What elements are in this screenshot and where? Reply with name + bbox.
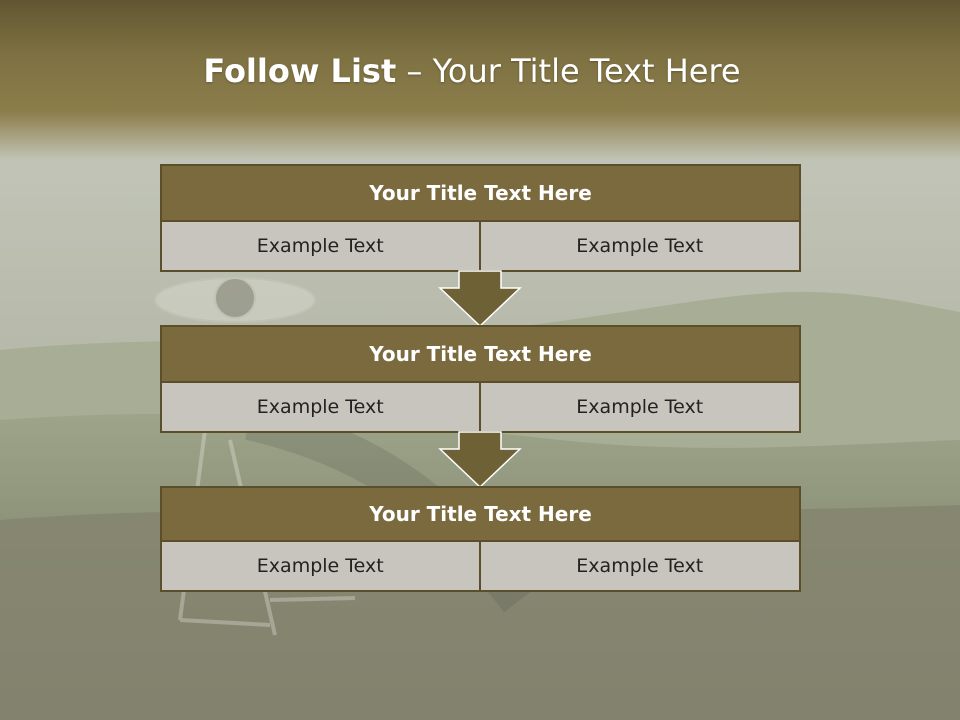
block-cells: Example Text Example Text xyxy=(160,542,801,592)
down-arrow-icon xyxy=(438,431,522,489)
block-cell-left: Example Text xyxy=(160,222,481,272)
block-cell-right: Example Text xyxy=(480,383,801,433)
block-cells: Example Text Example Text xyxy=(160,383,801,433)
list-block-3: Your Title Text Here Example Text Exampl… xyxy=(160,486,801,592)
block-title: Your Title Text Here xyxy=(160,164,801,222)
slide-title-bold: Follow List xyxy=(203,52,397,90)
header-band xyxy=(0,0,960,160)
list-block-2: Your Title Text Here Example Text Exampl… xyxy=(160,325,801,433)
block-cell-right: Example Text xyxy=(480,222,801,272)
list-block-1: Your Title Text Here Example Text Exampl… xyxy=(160,164,801,272)
block-title: Your Title Text Here xyxy=(160,486,801,542)
slide-title: Follow List – Your Title Text Here xyxy=(0,52,944,90)
slide-title-rest: – Your Title Text Here xyxy=(396,52,741,90)
block-cells: Example Text Example Text xyxy=(160,222,801,272)
block-cell-left: Example Text xyxy=(160,383,481,433)
block-title: Your Title Text Here xyxy=(160,325,801,383)
block-cell-right: Example Text xyxy=(480,542,801,592)
block-cell-left: Example Text xyxy=(160,542,481,592)
down-arrow-icon xyxy=(438,270,522,328)
